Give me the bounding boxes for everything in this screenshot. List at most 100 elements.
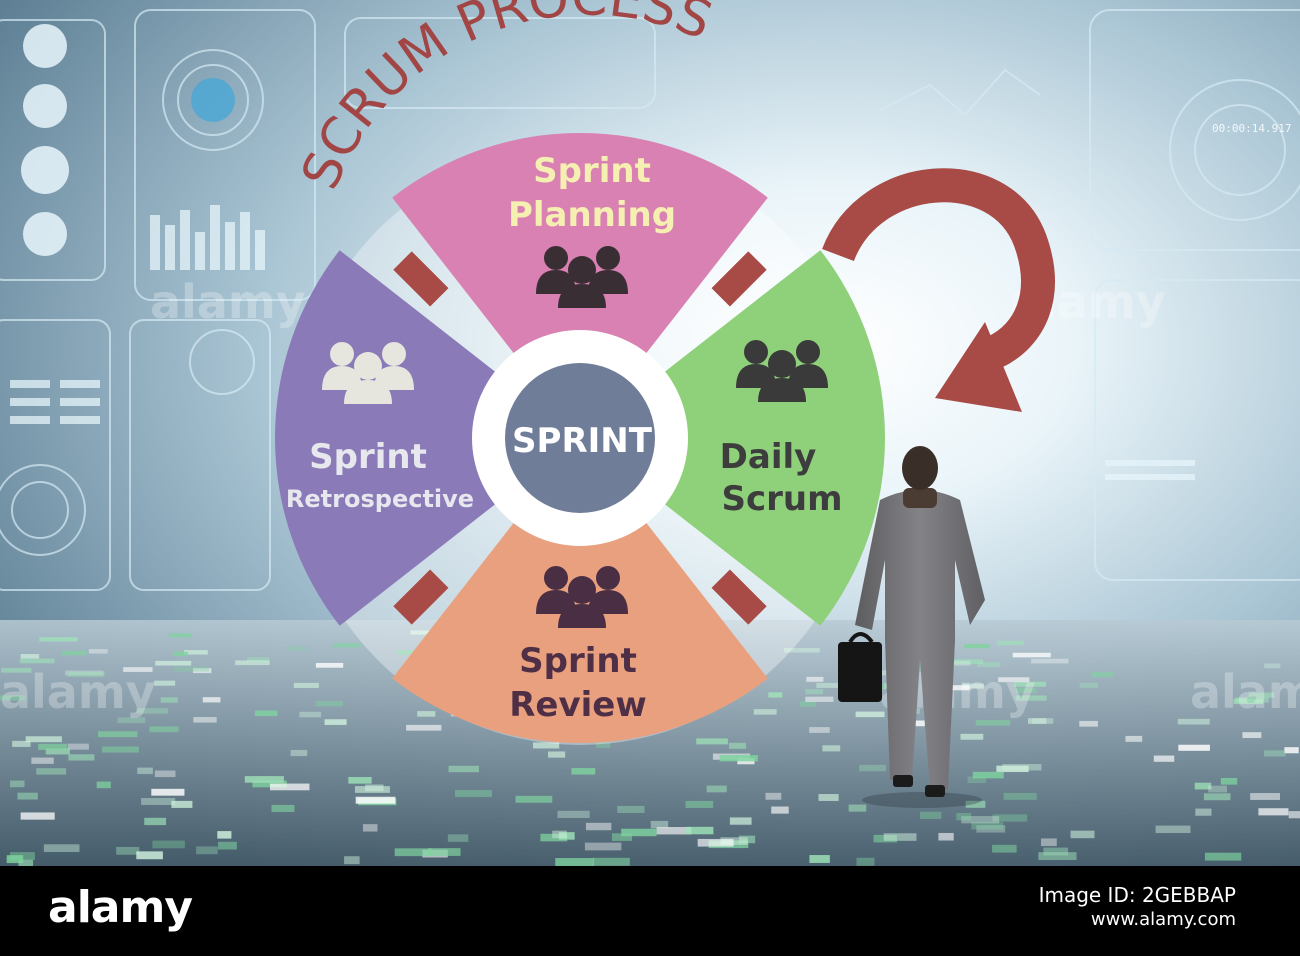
sector-connector [711,569,767,625]
stage-label-daily-line1: Daily [720,437,817,477]
stage-label-daily-line2: Scrum [721,479,842,519]
floor-tile [1284,747,1299,754]
stage-label-review-line1: Sprint [519,641,637,681]
floor-tile [809,855,830,863]
floor-tile [1194,782,1212,790]
floor-tile [593,857,630,866]
floor-tile [998,677,1030,683]
floor-tile [25,736,62,743]
floor-tile [151,788,185,796]
floor-tile [532,742,560,749]
floor-tile [1203,793,1231,801]
briefcase-icon [838,642,882,702]
floor-tile [650,820,669,829]
floor-tile [88,649,108,654]
floor-tile [1031,658,1069,664]
floor-tile [117,717,146,724]
floor-tile [1091,672,1114,677]
floor-tile [218,841,237,850]
floor-tile [1288,811,1300,819]
stage-label-retro-line1: Sprint [309,437,427,477]
floor-tile [141,798,176,805]
floor-tile [941,660,971,666]
floor-tile [996,765,1029,773]
floor-tile [333,643,361,648]
floor-tile [992,844,1017,853]
floor-tile [202,697,221,703]
watermark: alamy [150,275,306,329]
floor-tile [271,804,295,812]
floor-tile [193,716,217,723]
floor-tile [1040,838,1057,847]
stage-label-planning-line1: Sprint [533,151,651,191]
stage-sector-daily [652,250,885,626]
floor-tile [883,833,917,841]
floor-tile [1204,852,1242,861]
floor-tile [1015,687,1037,693]
floor-tile [38,743,67,750]
hud-decoration [0,9,1300,591]
floor-tile [996,640,1024,646]
floor-tile [816,682,854,688]
floor-tile [964,643,990,649]
floor-tile [1070,830,1095,839]
footer-logo: alamy [48,882,193,933]
floor-tile [67,672,105,677]
floor-tile [168,633,192,638]
floor-tile [685,800,714,808]
floor-tile [548,751,566,758]
floor-tile [873,684,892,690]
sector-connector [393,251,449,307]
floor-tile [768,692,783,698]
floor-tile [288,646,307,651]
floor-tile [859,764,886,772]
sector-connector [711,251,767,307]
floor-tile [783,648,820,653]
floor-tile [1155,825,1191,834]
floor-tile [61,650,87,656]
floor-tile [193,668,212,674]
floor-tile [39,637,78,642]
floor-tile [299,711,322,718]
floor-tile [18,859,34,866]
floor-tile [102,746,139,753]
floor-tile [160,697,178,703]
floor-tile [809,727,830,733]
floor-tile [315,701,344,707]
floor-tile [947,659,984,664]
floor-tile [10,852,35,860]
floor-tile [293,682,319,688]
floor-tile [976,825,1006,833]
floor-tile [696,738,728,745]
stage-sector-retro [274,250,508,626]
floor-tile [967,776,987,784]
floor-tile [1153,755,1175,762]
image-id-text: Image ID: 2GEBBAP [1038,883,1236,907]
floor-tile [552,830,567,839]
floor-tile [10,780,25,788]
floor-tile [173,666,209,672]
floor-tile [1038,852,1077,861]
floor-tile [960,733,984,740]
floor-tile [65,670,104,676]
floor-tile [571,768,596,775]
floor-tile [155,660,192,666]
floor-tile [19,658,55,664]
floor-tile [235,660,270,666]
team-icons [322,246,828,628]
floor-tile [217,831,232,839]
floor-tile [557,810,590,819]
floor-tile [975,720,1011,726]
floor-tile [1079,720,1098,727]
floor-tile [753,709,777,715]
floor-tile [856,857,875,866]
floor-tile [67,743,89,750]
floor-tile [17,792,38,800]
floor-tile [771,806,789,814]
floor-tile [855,711,885,718]
floor-tile [244,776,284,783]
floor-tile [939,685,970,691]
floor-tile [961,683,984,689]
floor-tile [45,748,70,755]
floor-tile [68,754,95,761]
